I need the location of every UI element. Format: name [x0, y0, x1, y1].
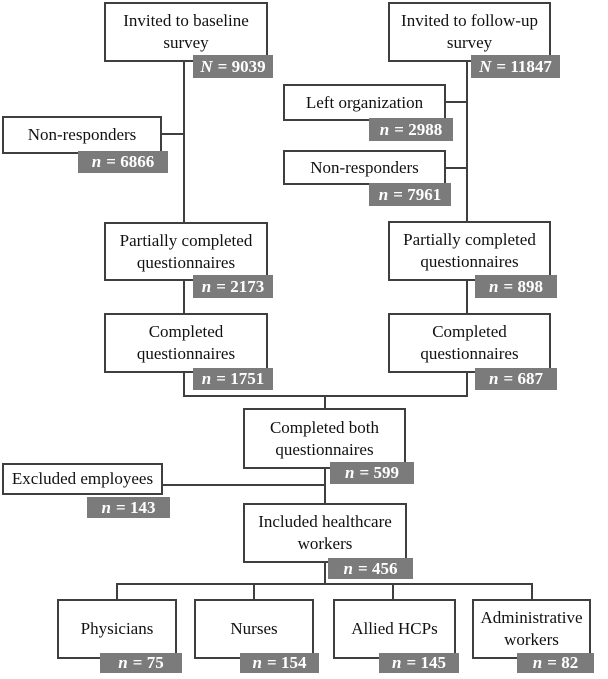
connector-left-organization: [446, 101, 467, 103]
count-var: n: [532, 653, 543, 672]
badge-completed-both: n= 599: [330, 462, 414, 484]
node-allied-hcps: Allied HCPs: [333, 599, 456, 659]
node-label: Partially completed questionnaires: [119, 230, 253, 272]
node-non-responders-baseline: Non-responders: [2, 116, 162, 154]
count-value: = 82: [547, 653, 579, 672]
node-label: Administrative workers: [480, 608, 583, 649]
node-label: Non-responders: [310, 157, 419, 177]
count-value: = 9039: [217, 56, 266, 76]
count-value: = 7961: [393, 184, 442, 204]
count-var: N: [200, 56, 213, 76]
connector-drop-nurses: [253, 583, 255, 599]
count-value: = 898: [503, 276, 543, 296]
count-value: = 154: [267, 653, 307, 672]
badge-physicians: n= 75: [100, 653, 182, 673]
node-physicians: Physicians: [57, 599, 177, 659]
badge-completed-followup: n= 687: [475, 368, 557, 390]
count-value: = 687: [503, 369, 543, 388]
node-excluded-employees: Excluded employees: [2, 463, 163, 495]
count-var: N: [479, 56, 492, 76]
badge-allied-hcps: n= 145: [379, 653, 459, 673]
count-value: = 599: [359, 463, 399, 482]
connector-drop-physicians: [116, 583, 118, 599]
connector-baseline-down: [183, 62, 185, 222]
count-var: n: [201, 276, 212, 296]
node-partial-followup: Partially completed questionnaires: [388, 221, 551, 281]
node-label: Left organization: [305, 92, 424, 112]
connector-excluded: [163, 484, 326, 486]
count-var: n: [101, 497, 112, 517]
count-value: = 75: [132, 653, 164, 672]
badge-non-responders-baseline: n= 6866: [78, 151, 168, 173]
node-left-organization: Left organization: [283, 84, 446, 121]
badge-non-responders-followup: n= 7961: [369, 183, 451, 206]
count-value: = 456: [358, 558, 398, 578]
count-var: n: [489, 369, 499, 388]
count-value: = 2173: [216, 276, 265, 296]
count-value: = 2988: [394, 119, 443, 139]
node-label: Physicians: [80, 619, 154, 639]
node-non-responders-followup: Non-responders: [283, 150, 446, 185]
connector-included-down: [324, 563, 326, 584]
count-value: = 145: [406, 653, 446, 672]
badge-included-healthcare: n= 456: [328, 558, 413, 579]
badge-nurses: n= 154: [240, 653, 319, 673]
node-nurses: Nurses: [194, 599, 314, 659]
connector-drop-allied: [392, 583, 394, 599]
node-label: Invited to baseline survey: [123, 11, 249, 52]
node-label: Non-responders: [27, 125, 137, 145]
node-completed-both: Completed both questionnaires: [243, 408, 406, 469]
node-label: Included healthcare workers: [258, 512, 392, 553]
node-completed-followup: Completed questionnaires: [388, 313, 551, 373]
count-var: n: [252, 653, 263, 672]
node-invited-baseline: Invited to baseline survey: [104, 2, 268, 62]
badge-invited-baseline: N= 9039: [193, 55, 273, 78]
count-var: n: [379, 119, 390, 139]
node-invited-followup: Invited to follow-up survey: [388, 2, 551, 62]
badge-excluded-employees: n= 143: [87, 497, 170, 518]
connector-completed-right-down: [466, 373, 468, 397]
connector-partial-to-completed-left: [183, 281, 185, 313]
badge-completed-baseline: n= 1751: [193, 368, 273, 390]
connector-followup-down: [466, 62, 468, 221]
count-var: n: [489, 276, 499, 296]
count-value: = 6866: [106, 152, 155, 171]
connector-both-to-included: [324, 469, 326, 503]
badge-partial-baseline: n= 2173: [193, 275, 273, 298]
badge-partial-followup: n= 898: [475, 275, 557, 298]
count-var: n: [118, 653, 128, 672]
node-label: Invited to follow-up survey: [401, 11, 538, 52]
count-var: n: [345, 463, 355, 482]
badge-left-organization: n= 2988: [369, 118, 453, 141]
count-var: n: [343, 558, 354, 578]
node-label: Allied HCPs: [351, 619, 438, 639]
connector-merge-drop: [324, 395, 326, 408]
connector-drop-admin: [531, 583, 533, 599]
count-var: n: [378, 184, 389, 204]
connector-nonresponders-followup: [446, 167, 467, 169]
count-value: = 1751: [216, 369, 265, 388]
count-var: n: [91, 152, 102, 171]
node-label: Completed both questionnaires: [269, 417, 380, 459]
connector-completed-left-down: [183, 373, 185, 397]
count-value: = 143: [116, 497, 156, 517]
node-included-healthcare: Included healthcare workers: [243, 503, 407, 563]
node-completed-baseline: Completed questionnaires: [104, 313, 268, 373]
node-label: Completed questionnaires: [420, 322, 519, 363]
node-label: Nurses: [230, 619, 278, 639]
connector-nonresponders-baseline: [162, 133, 184, 135]
node-label: Completed questionnaires: [136, 322, 236, 363]
node-partial-baseline: Partially completed questionnaires: [104, 222, 268, 281]
connector-partial-to-completed-right: [466, 281, 468, 313]
count-var: n: [392, 653, 402, 672]
node-label: Excluded employees: [11, 469, 154, 489]
count-value: = 11847: [496, 56, 552, 76]
connector-distribution-horizontal: [116, 583, 533, 585]
badge-administrative-workers: n= 82: [517, 653, 594, 673]
node-administrative-workers: Administrative workers: [472, 599, 591, 659]
node-label: Partially completed questionnaires: [403, 230, 536, 271]
count-var: n: [201, 369, 212, 388]
badge-invited-followup: N= 11847: [471, 55, 560, 78]
